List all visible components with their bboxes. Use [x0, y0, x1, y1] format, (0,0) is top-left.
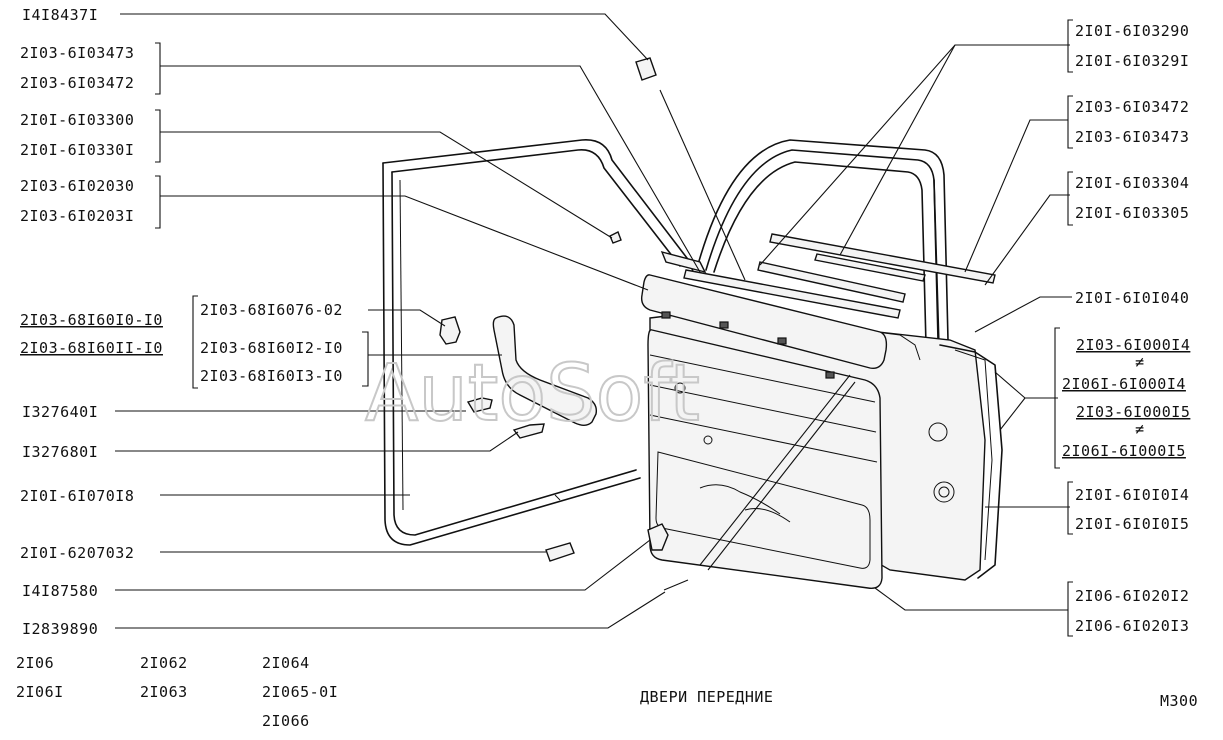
- part-label: 2I03-68I60I3-I0: [200, 367, 343, 385]
- part-label: 2I03-6I03473: [1075, 128, 1189, 146]
- part-label: 2I06I-6I000I4: [1062, 375, 1186, 393]
- part-label: 2I0I-6207032: [20, 544, 134, 562]
- part-label: 2I0I-6I0329I: [1075, 52, 1189, 70]
- part-label: 2I03-6I02030: [20, 177, 134, 195]
- part-label: 2I06-6I020I3: [1075, 617, 1189, 635]
- part-label: 2I03-6I0203I: [20, 207, 134, 225]
- part-label: 2I03-6I03473: [20, 44, 134, 62]
- part-label: I327640I: [22, 403, 98, 421]
- diagram-title: ДВЕРИ ПЕРЕДНИЕ: [640, 688, 773, 706]
- part-label: 2I03-68I6076-02: [200, 301, 343, 319]
- part-label: 2I03-6I03472: [1075, 98, 1189, 116]
- right-part-labels: 2I0I-6I03290 2I0I-6I0329I 2I03-6I03472 2…: [1062, 22, 1190, 635]
- part-label: 2I0I-6I070I8: [20, 487, 134, 505]
- watermark-text: AutoSoft: [365, 349, 700, 439]
- part-label: I4I87580: [22, 582, 98, 600]
- model-code: 2I06: [16, 654, 54, 672]
- part-label: I2839890: [22, 620, 98, 638]
- part-label: I327680I: [22, 443, 98, 461]
- part-label: 2I0I-6I03290: [1075, 22, 1189, 40]
- part-label: 2I0I-6I03304: [1075, 174, 1189, 192]
- part-label: 2I0I-6I0I0I5: [1075, 515, 1189, 533]
- part-label: 2I03-6I000I5: [1076, 403, 1190, 421]
- left-part-labels: I4I8437I 2I03-6I03473 2I03-6I03472 2I0I-…: [20, 6, 343, 638]
- part-label: 2I0I-6I03305: [1075, 204, 1189, 222]
- part-label: 2I03-6I03472: [20, 74, 134, 92]
- upper-trim-rail-drawing: [640, 274, 888, 370]
- not-equal-sign: ≠: [1135, 353, 1145, 371]
- part-label: 2I0I-6I0I0I4: [1075, 486, 1189, 504]
- model-code: 2I065-0I: [262, 683, 338, 701]
- armrest-drawing: [439, 231, 689, 591]
- model-code: 2I063: [140, 683, 188, 701]
- part-label: 2I0I-6I03300: [20, 111, 134, 129]
- label-brackets: [155, 19, 1073, 637]
- part-label: 2I03-68I60II-I0: [20, 339, 163, 357]
- door-seal-drawing: [382, 139, 695, 546]
- part-label: 2I0I-6I0330I: [20, 141, 134, 159]
- window-strips-drawing: [635, 57, 996, 319]
- part-label: 2I06I-6I000I5: [1062, 442, 1186, 460]
- door-trim-panel-drawing: [647, 311, 883, 589]
- model-code: 2I066: [262, 712, 310, 730]
- model-code: 2I064: [262, 654, 310, 672]
- right-leader-lines: [759, 44, 1072, 611]
- part-label: 2I03-68I60I0-I0: [20, 311, 163, 329]
- sheet-code: M300: [1160, 692, 1198, 710]
- footer: 2I06 2I06I 2I062 2I063 2I064 2I065-0I 2I…: [16, 654, 1198, 730]
- part-label: 2I03-68I60I2-I0: [200, 339, 343, 357]
- part-label: 2I03-6I000I4: [1076, 336, 1190, 354]
- part-label: 2I06-6I020I2: [1075, 587, 1189, 605]
- not-equal-sign: ≠: [1135, 420, 1145, 438]
- left-leader-lines: [115, 13, 856, 629]
- part-label: I4I8437I: [22, 6, 98, 24]
- model-code: 2I06I: [16, 683, 64, 701]
- part-label: 2I0I-6I0I040: [1075, 289, 1189, 307]
- model-code: 2I062: [140, 654, 188, 672]
